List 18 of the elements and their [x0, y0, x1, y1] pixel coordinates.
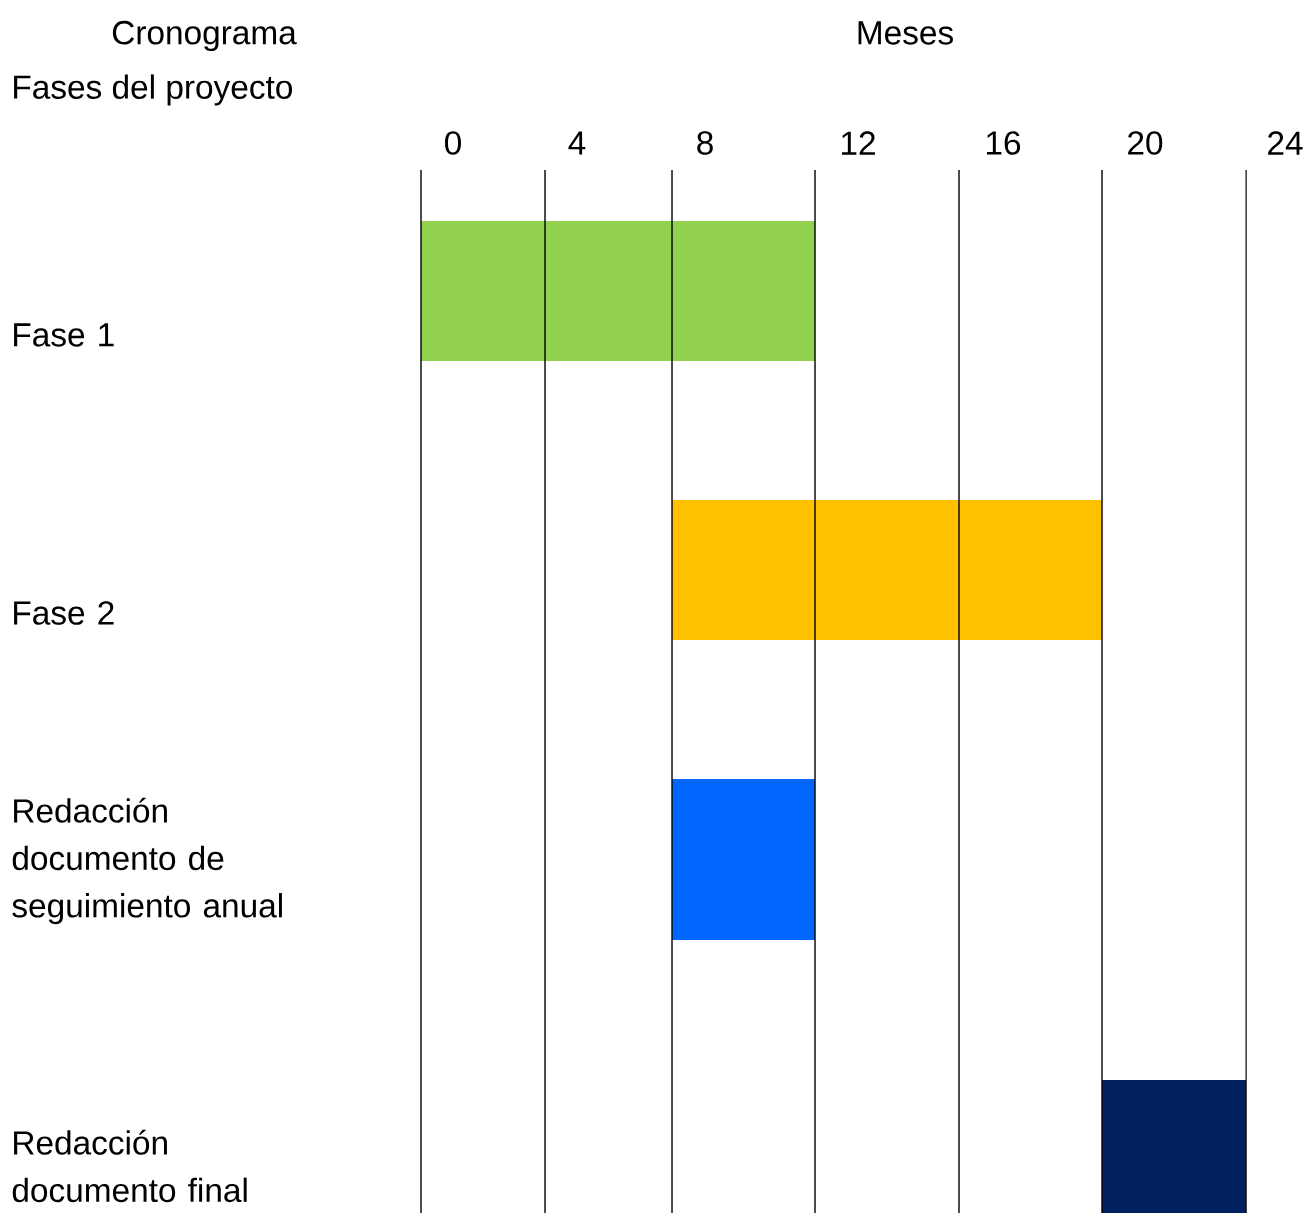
gantt-bar — [672, 779, 815, 940]
tick-label: 12 — [842, 131, 875, 155]
chart-heading: Fases del proyecto — [14, 74, 292, 106]
gantt-bar — [421, 221, 815, 361]
tick-label: 0 — [445, 131, 461, 155]
chart-heading: Cronograma — [112, 20, 297, 52]
gantt-bar — [1102, 1080, 1246, 1213]
row-label: Redacción documento final — [12, 1129, 247, 1203]
tick-label: 24 — [1268, 131, 1303, 155]
row-label: Fase 2 — [14, 601, 114, 625]
axis-title: Meses — [858, 21, 953, 45]
gantt-bar — [672, 500, 1102, 640]
tick-label: 8 — [697, 131, 713, 155]
row-label: Redacción documento de seguimiento anual — [12, 797, 282, 925]
tick-label: 4 — [568, 131, 586, 155]
tick-label: 16 — [987, 131, 1021, 155]
row-label: Fase 1 — [14, 323, 114, 347]
tick-label: 20 — [1128, 131, 1163, 155]
